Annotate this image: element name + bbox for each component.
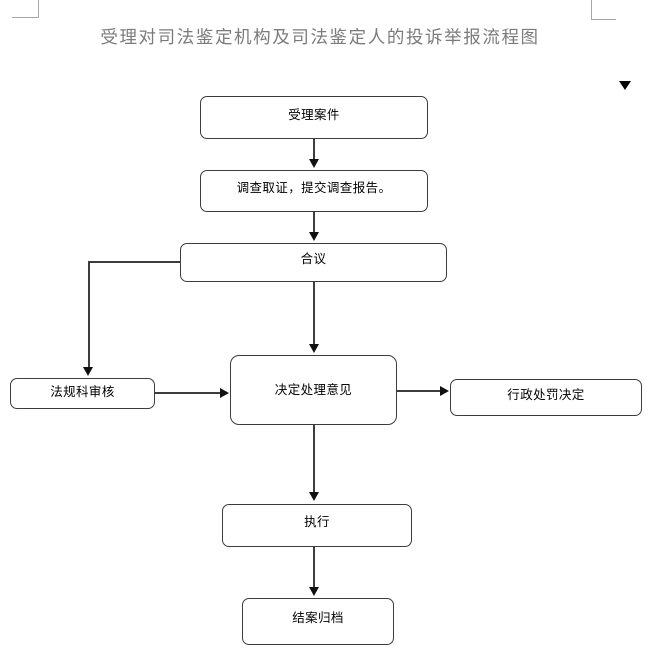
connector-execute-to-archive [313,547,315,589]
flow-node-archive[interactable]: 结案归档 [242,598,394,645]
flow-node-execute[interactable]: 执行 [222,504,412,547]
flow-node-council[interactable]: 合议 [180,243,447,282]
connector-council-to-legal-review-vertical [88,261,90,369]
flow-node-decision[interactable]: 决定处理意见 [230,355,397,425]
page-title: 受理对司法鉴定机构及司法鉴定人的投诉举报流程图 [100,28,540,48]
page-corner-mark-top-right [591,0,616,20]
flow-node-accept-label: 受理案件 [288,108,340,122]
page-corner-mark-top-left [12,0,39,18]
connector-decision-to-execute [313,425,315,494]
flow-node-investigate[interactable]: 调查取证，提交调查报告。 [200,170,428,212]
arrow-head-execute-to-archive [309,587,319,596]
flow-node-legal-review[interactable]: 法规科审核 [10,378,155,409]
flow-node-accept[interactable]: 受理案件 [200,96,428,139]
arrow-head-accept-to-investigate [309,159,319,168]
connector-council-to-decision [313,282,315,346]
arrow-head-decision-to-execute [309,492,319,501]
connector-decision-to-penalty [397,390,441,392]
flow-node-execute-label: 执行 [304,515,330,529]
flow-node-investigate-label: 调查取证，提交调查报告。 [236,181,392,195]
arrow-head-council-to-legal-review [83,367,93,376]
flow-node-penalty[interactable]: 行政处罚决定 [450,379,642,416]
connector-accept-to-investigate [313,139,315,161]
arrow-head-legal-review-to-decision [220,388,229,398]
connector-legal-review-to-decision [155,392,221,394]
scroll-down-triangle-icon[interactable] [619,81,631,90]
flow-node-council-label: 合议 [300,252,327,266]
flow-node-archive-label: 结案归档 [292,611,344,625]
flow-node-penalty-label: 行政处罚决定 [507,388,585,402]
arrow-head-council-to-decision [309,344,319,353]
connector-investigate-to-council [313,212,315,234]
flow-node-decision-label: 决定处理意见 [274,383,353,397]
flow-node-legal-review-label: 法规科审核 [50,385,115,399]
connector-council-to-legal-review-horizontal [88,261,181,263]
arrow-head-decision-to-penalty [440,386,449,396]
arrow-head-investigate-to-council [309,232,319,241]
